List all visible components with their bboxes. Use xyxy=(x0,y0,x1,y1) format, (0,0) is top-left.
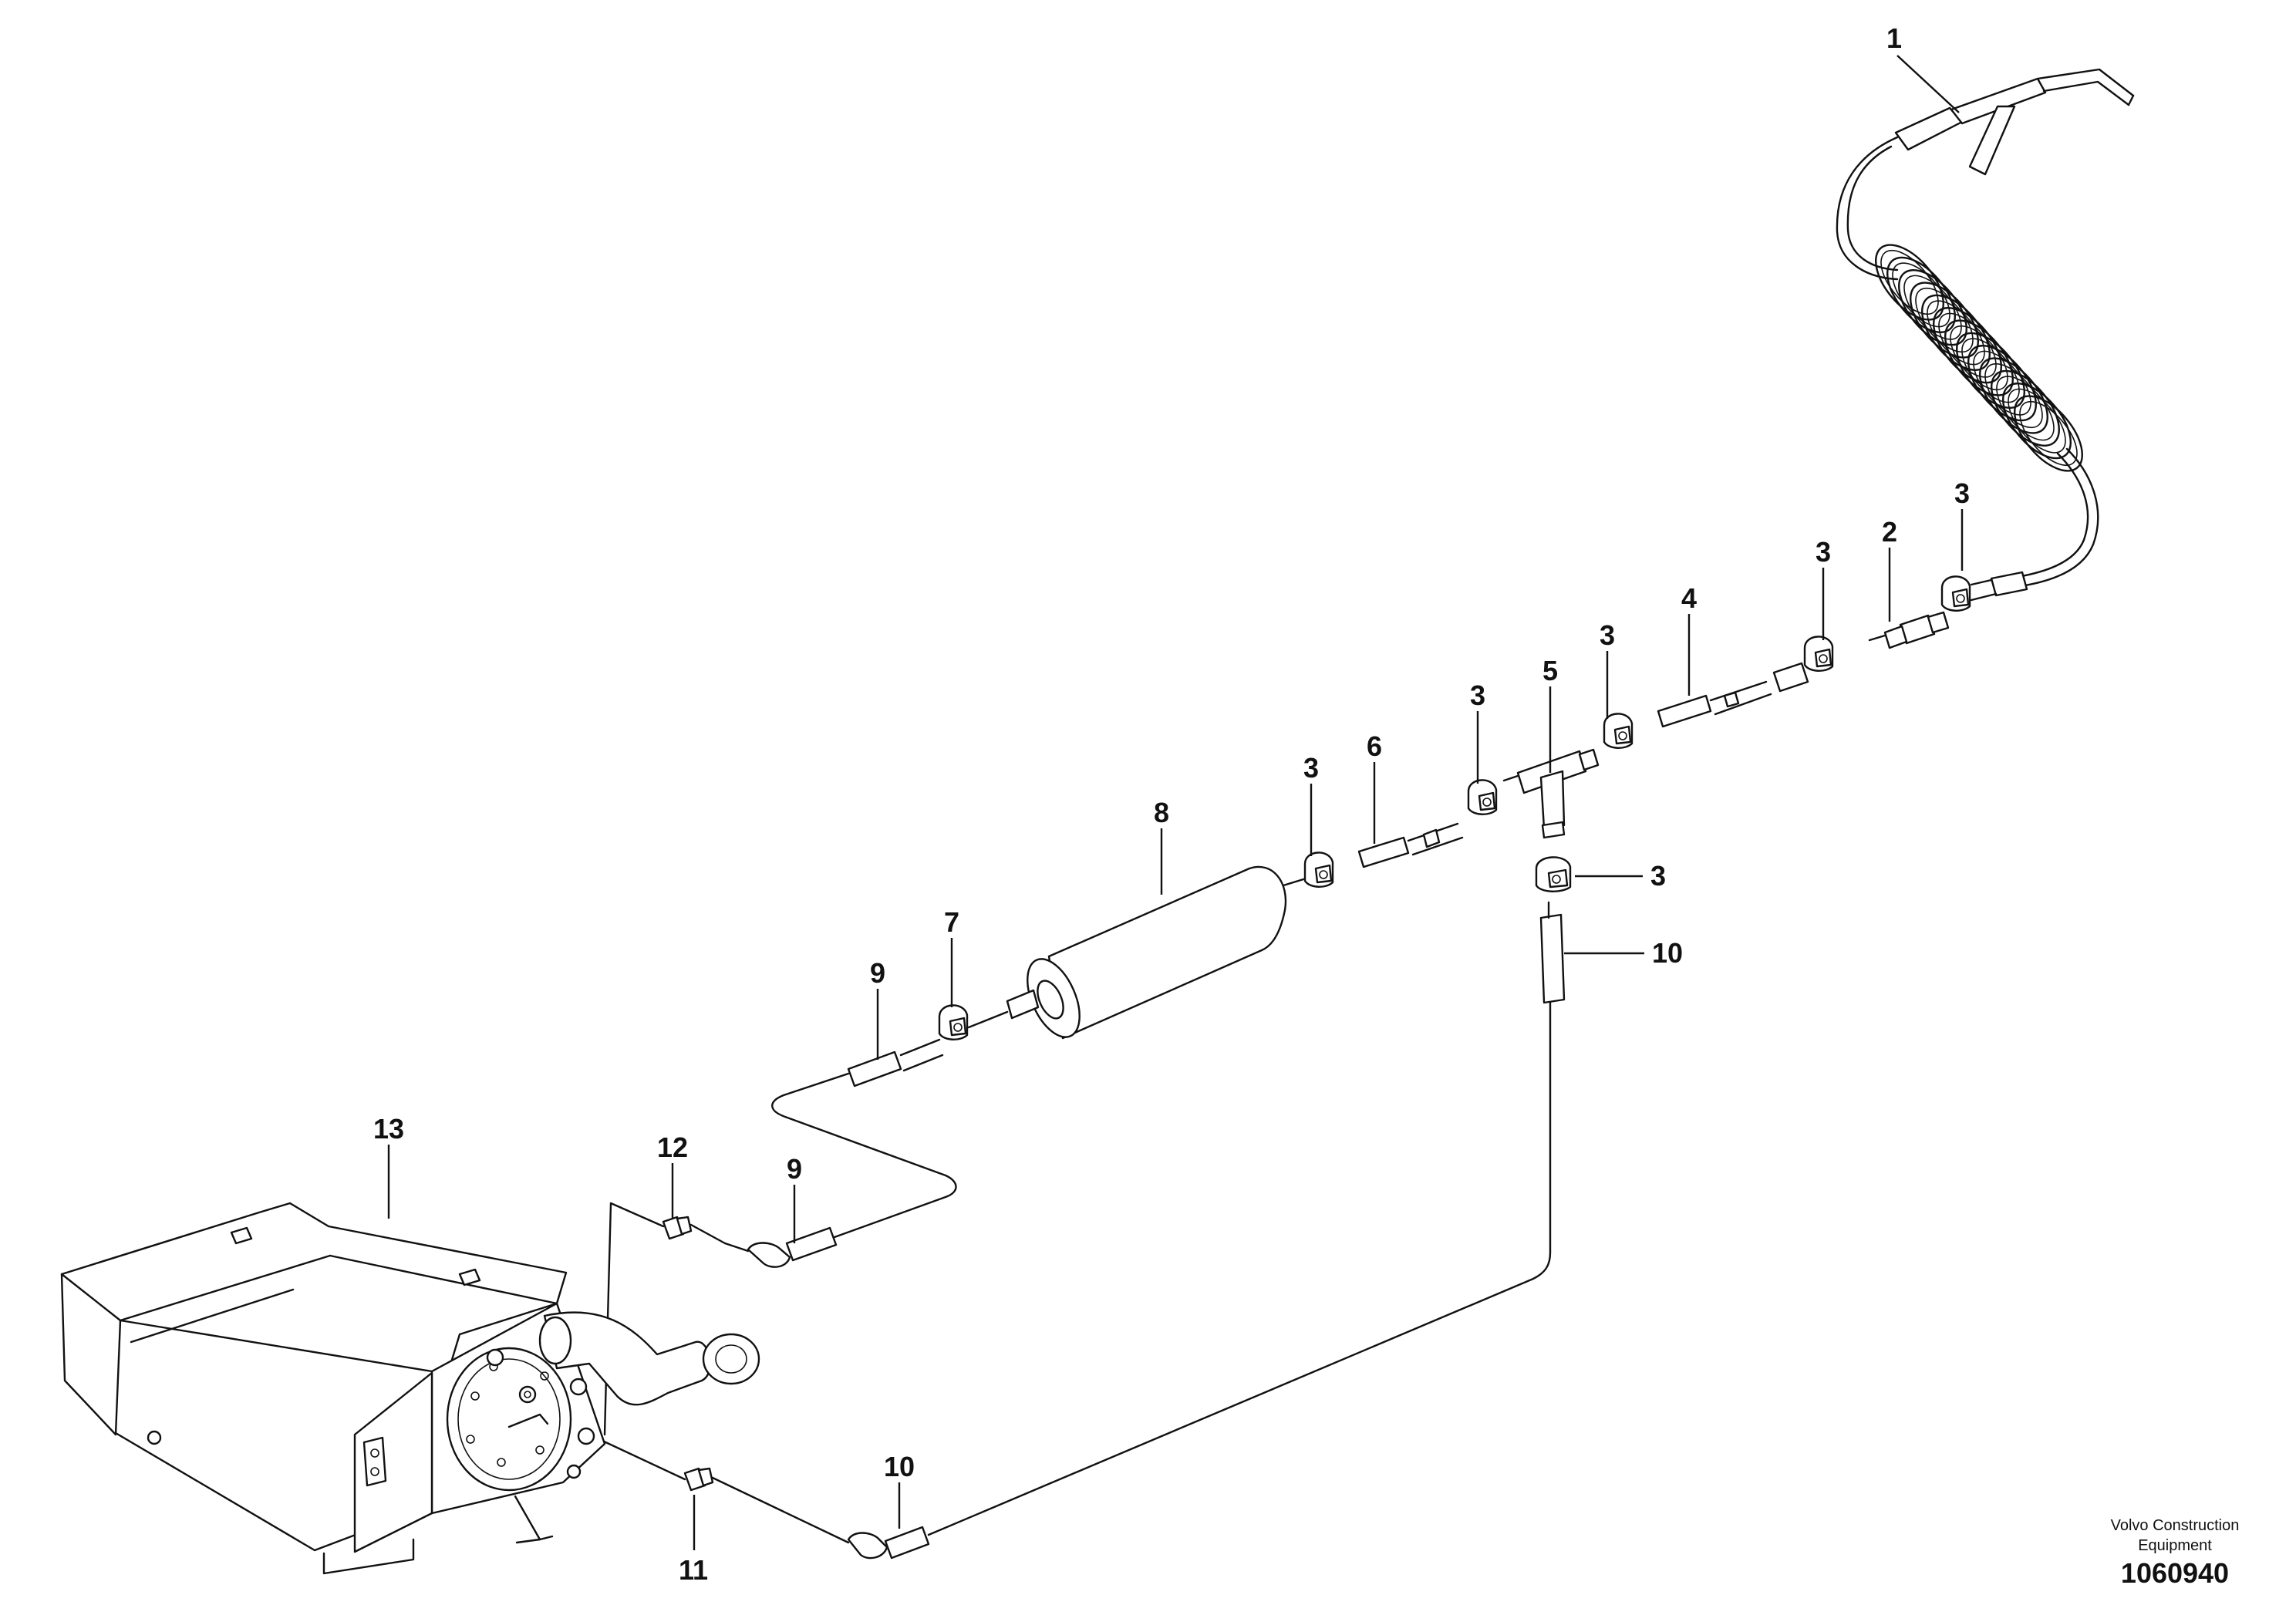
callout-11: 11 xyxy=(679,1554,708,1586)
leader-lines xyxy=(387,55,1964,1550)
callout-3-hose-end: 3 xyxy=(1816,536,1831,568)
callout-8: 8 xyxy=(1154,797,1169,828)
hose-coil-inner xyxy=(1950,325,2008,391)
callout-6: 6 xyxy=(1367,730,1382,762)
callout-3-tee-left: 3 xyxy=(1470,679,1485,711)
callout-9-bottom: 9 xyxy=(787,1153,802,1185)
main-air-line xyxy=(588,575,1971,1560)
callout-10-top: 10 xyxy=(1652,937,1683,969)
publisher-credit-line2: Equipment xyxy=(2138,1537,2212,1554)
compressor-unit xyxy=(60,1202,760,1575)
title-block: Volvo Construction Equipment 1060940 xyxy=(2111,1517,2240,1589)
hose-coil-inner xyxy=(1927,300,1985,366)
hose-coil-loop xyxy=(2014,395,2083,472)
hose-coil-inner xyxy=(1984,363,2043,429)
hose-coil-inner xyxy=(1973,350,2031,416)
coupling-nipple xyxy=(1868,611,1950,649)
callout-10-bottom: 10 xyxy=(884,1451,915,1482)
hose-clamp xyxy=(938,1004,969,1040)
hose-coil-inner xyxy=(1938,312,1997,378)
water-separator-canister xyxy=(1006,865,1287,1040)
air-blow-gun xyxy=(1894,68,2135,176)
hose-coil-inner xyxy=(1961,338,2020,403)
hose-clamp xyxy=(1467,779,1498,815)
adapter-fitting xyxy=(683,1467,714,1492)
callout-7: 7 xyxy=(944,906,959,938)
callout-2: 2 xyxy=(1882,516,1897,548)
hose-clamp xyxy=(1535,856,1572,892)
hose-coil-inner xyxy=(2019,400,2078,467)
callout-3-tee-bottom: 3 xyxy=(1650,860,1666,892)
hose-clamp xyxy=(1603,713,1633,749)
publisher-credit-line1: Volvo Construction xyxy=(2111,1517,2240,1534)
callout-5: 5 xyxy=(1542,655,1558,686)
coiled-air-hose xyxy=(1836,136,2099,602)
hose-coil-inner xyxy=(1915,287,1974,353)
adapter-fitting xyxy=(662,1216,727,1245)
hose-coil-inner xyxy=(2008,388,2066,454)
callout-1: 1 xyxy=(1886,22,1902,54)
hose-coil-inner xyxy=(1880,249,1939,315)
callout-13: 13 xyxy=(373,1113,404,1145)
drawing-number: 1060940 xyxy=(2121,1557,2229,1589)
callout-3-coupling: 3 xyxy=(1954,477,1970,509)
callout-3-filter: 3 xyxy=(1303,752,1319,784)
callout-labels: 1 3 2 3 4 3 5 3 6 3 8 3 7 10 9 13 12 9 1… xyxy=(373,22,1970,1586)
hose-clamp xyxy=(1803,636,1834,672)
hose-clamp xyxy=(1940,575,1971,612)
callout-9-top: 9 xyxy=(870,957,885,989)
hose-clamp xyxy=(1303,851,1334,888)
hose-coil-inner xyxy=(1996,376,2055,441)
hose-coil-inner xyxy=(1903,275,1962,340)
hose-coils xyxy=(1875,244,2083,472)
t-connector xyxy=(1502,748,1600,839)
callout-12: 12 xyxy=(657,1131,688,1163)
hose-coil-inner xyxy=(1892,262,1950,328)
callout-3-tee-right: 3 xyxy=(1600,619,1615,651)
callout-4: 4 xyxy=(1681,582,1697,614)
